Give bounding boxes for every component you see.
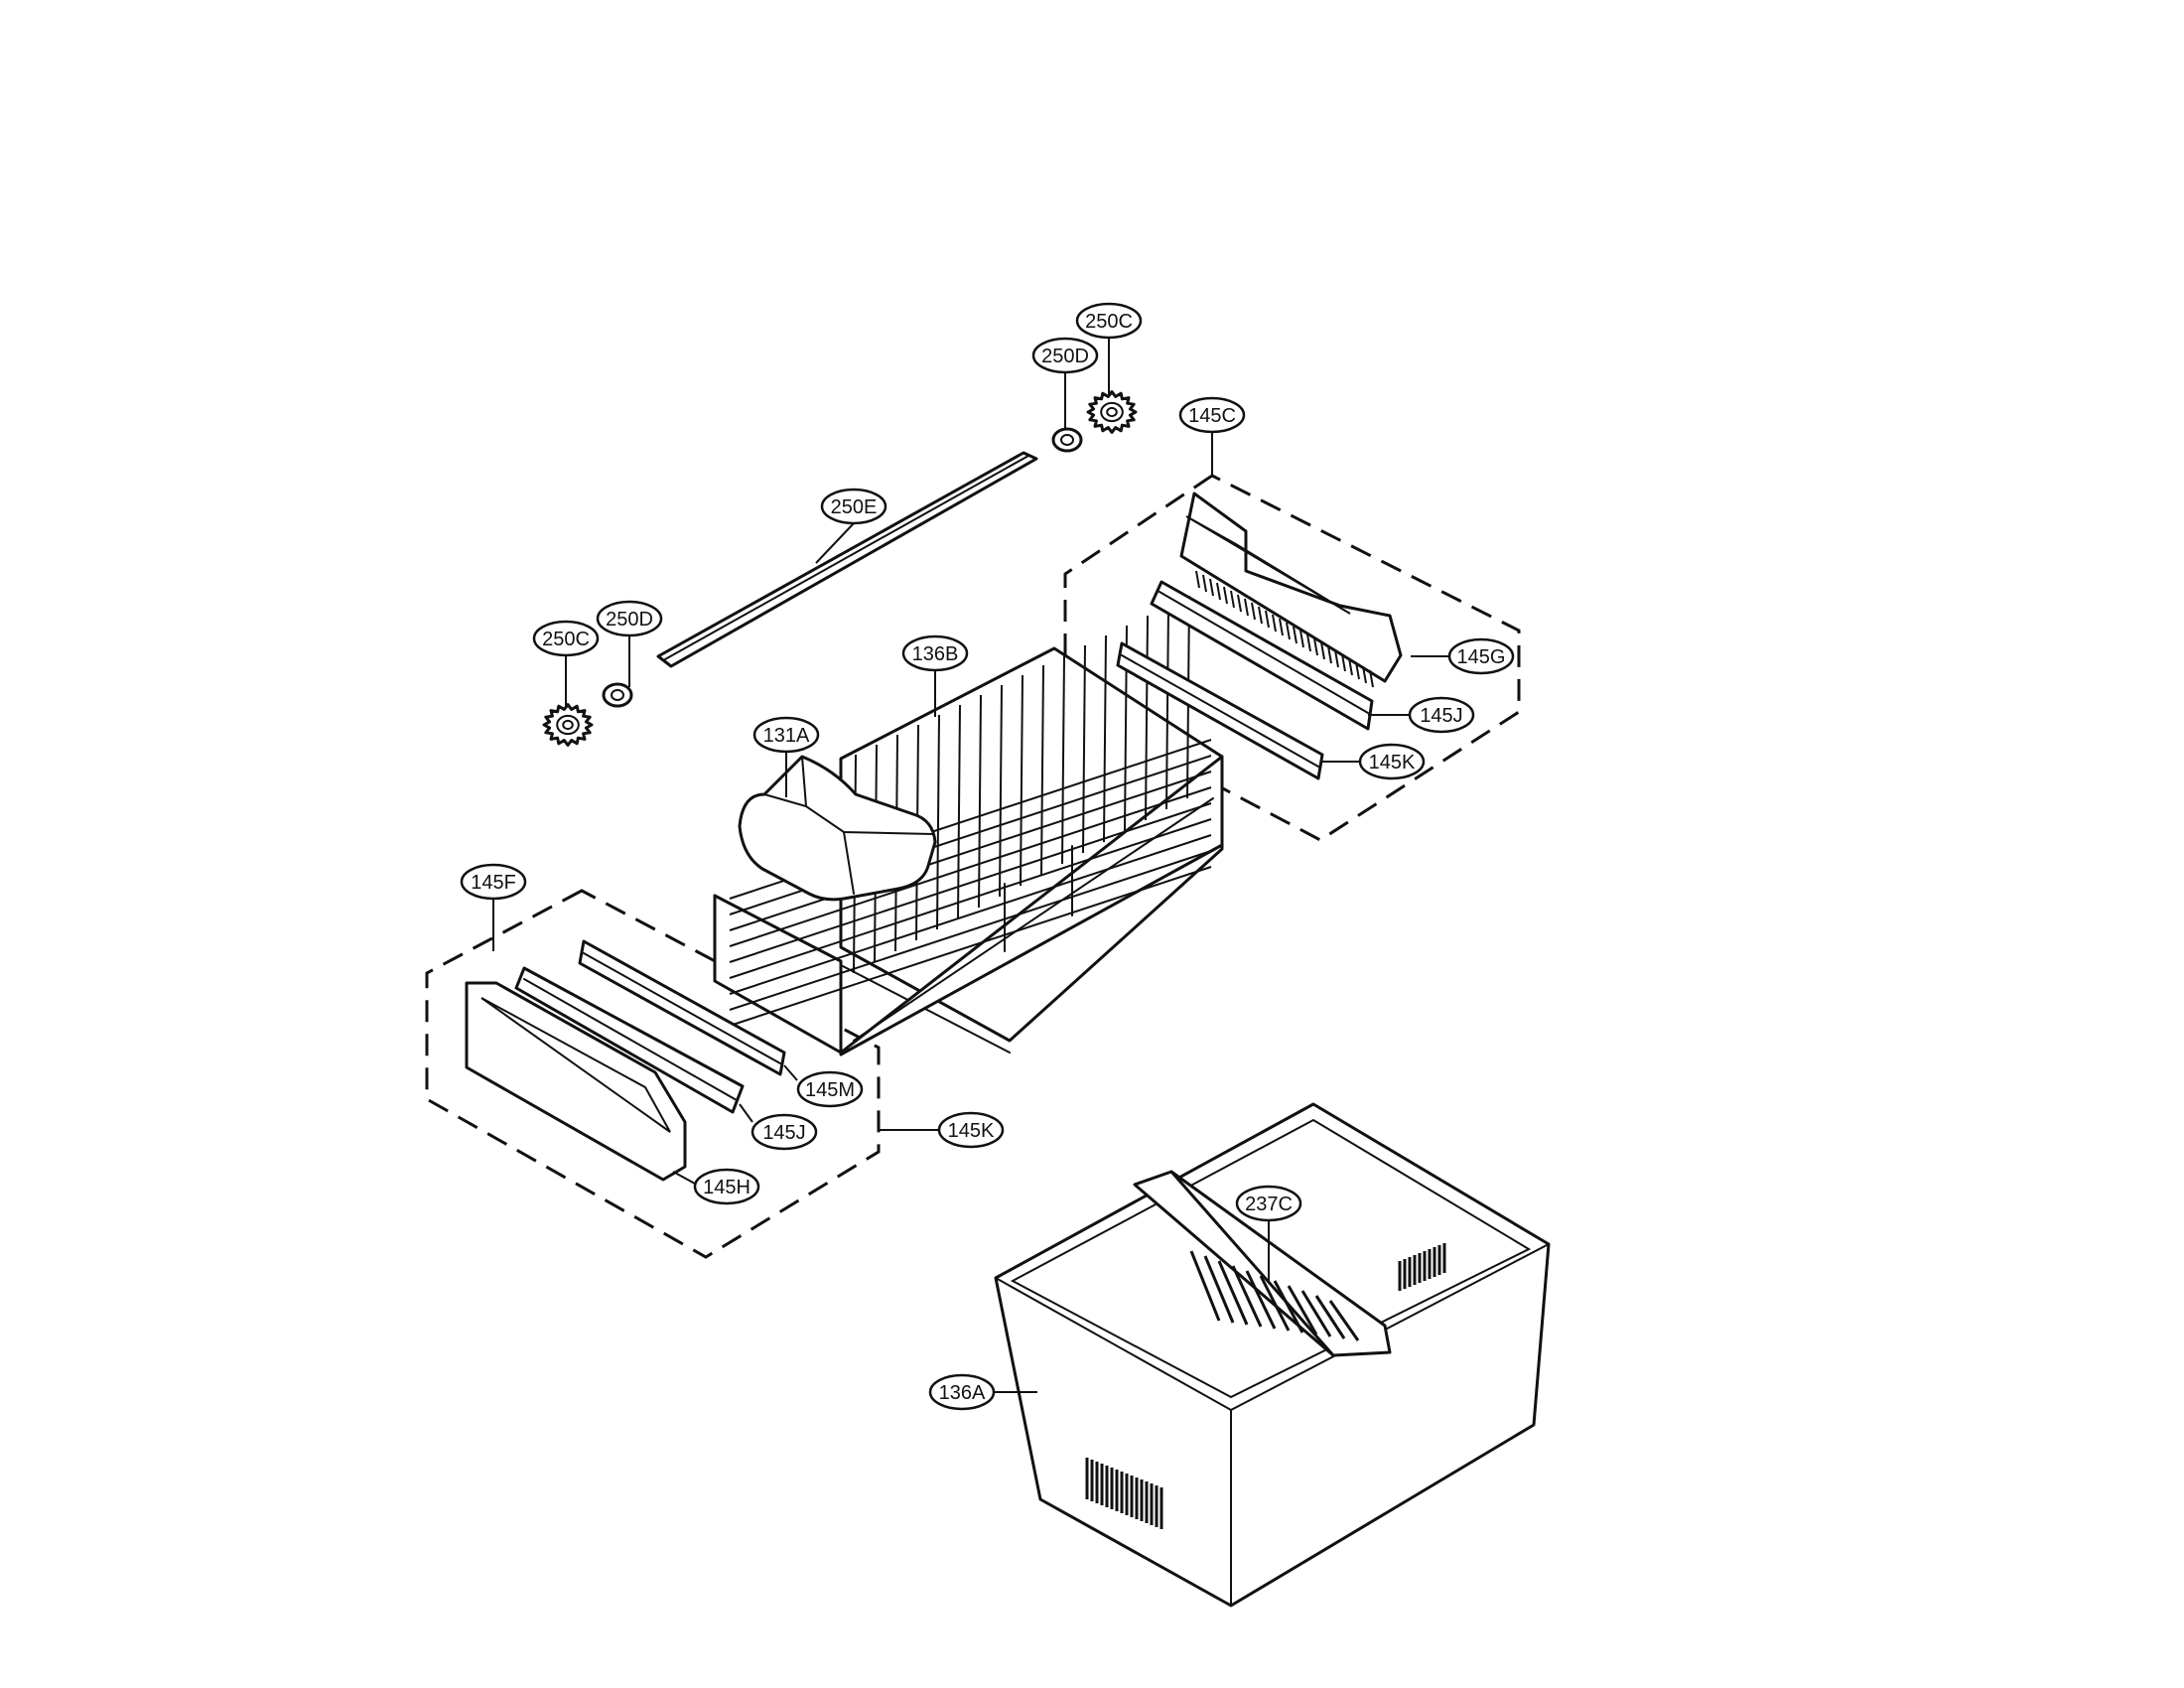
callout-136A: 136A xyxy=(928,1373,996,1411)
callout-145H: 145H xyxy=(693,1168,760,1205)
callout-237C: 237C xyxy=(1235,1185,1302,1222)
gear-250C-top xyxy=(1086,390,1138,434)
callout-136B: 136B xyxy=(901,634,969,672)
callout-250C-top: 250C xyxy=(1075,302,1143,340)
small-bin-131A xyxy=(738,755,937,902)
rail-cover-145G xyxy=(1179,492,1403,688)
callout-250E: 250E xyxy=(820,488,887,525)
callout-145K-right: 145K xyxy=(1358,743,1426,780)
callout-145F: 145F xyxy=(460,863,527,901)
svg-text:250D: 250D xyxy=(606,609,653,631)
svg-text:145J: 145J xyxy=(762,1122,805,1144)
svg-text:145G: 145G xyxy=(1457,646,1506,668)
svg-text:237C: 237C xyxy=(1245,1194,1293,1215)
callout-145J-left: 145J xyxy=(751,1113,818,1151)
svg-text:145J: 145J xyxy=(1420,705,1462,727)
slide-rail-145J-right xyxy=(1150,580,1374,731)
leader-lines xyxy=(492,338,1449,1393)
callout-145J-right: 145J xyxy=(1408,696,1475,734)
svg-text:250D: 250D xyxy=(1041,346,1089,367)
slide-rail-145K-right xyxy=(1116,641,1324,780)
svg-text:145F: 145F xyxy=(471,872,516,894)
svg-text:136B: 136B xyxy=(912,643,959,665)
callout-145C: 145C xyxy=(1178,396,1246,434)
rail-250E xyxy=(656,451,1038,668)
svg-text:250C: 250C xyxy=(542,629,590,650)
svg-text:145M: 145M xyxy=(805,1079,855,1101)
callout-145K-left: 145K xyxy=(937,1111,1005,1149)
rail-cover-145H xyxy=(465,981,687,1182)
callout-250D-left: 250D xyxy=(596,600,663,637)
svg-text:136A: 136A xyxy=(939,1382,986,1404)
spacer-250D-top xyxy=(1051,427,1083,453)
spacer-250D-left xyxy=(602,682,633,708)
svg-text:131A: 131A xyxy=(763,725,810,747)
group-145C-boundary xyxy=(1063,474,1521,842)
group-145F-boundary xyxy=(425,889,881,1259)
slide-rail-145J-left xyxy=(514,966,745,1114)
svg-text:145H: 145H xyxy=(703,1177,751,1198)
callout-250D-top: 250D xyxy=(1031,337,1099,374)
callout-145G: 145G xyxy=(1447,637,1515,675)
wire-basket-136B xyxy=(713,595,1224,1056)
crisper-bin-136A xyxy=(994,1102,1551,1608)
callout-145M: 145M xyxy=(796,1070,864,1108)
svg-text:145K: 145K xyxy=(1369,752,1416,774)
slide-rail-145M xyxy=(578,939,786,1076)
svg-text:250E: 250E xyxy=(831,496,878,518)
callout-250C-left: 250C xyxy=(532,620,600,657)
svg-text:145C: 145C xyxy=(1188,405,1236,427)
callout-131A: 131A xyxy=(752,716,820,754)
svg-text:250C: 250C xyxy=(1085,311,1133,333)
svg-text:145K: 145K xyxy=(948,1120,995,1142)
divider-237C xyxy=(1133,1170,1392,1357)
gear-250C-left xyxy=(542,703,594,747)
